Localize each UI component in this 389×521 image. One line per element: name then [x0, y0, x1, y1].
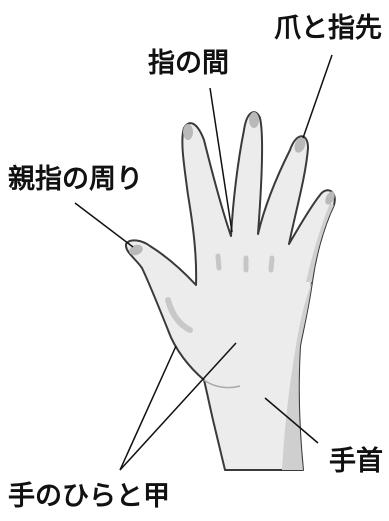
- pinky-nail: [325, 191, 335, 205]
- knuckle-mark: [268, 255, 275, 273]
- leader-line-nail-fingertip: [302, 54, 333, 139]
- leader-line-around-thumb: [74, 202, 134, 248]
- ring-nail: [294, 137, 306, 153]
- knuckle-mark: [215, 253, 222, 271]
- pinky-side-shadow: [282, 282, 312, 470]
- pinky-finger-shadow: [306, 203, 334, 282]
- index-nail: [183, 124, 193, 140]
- leader-lines: [74, 54, 333, 471]
- thumb-shadow: [165, 297, 193, 333]
- label-wrist: 手首: [329, 445, 383, 477]
- palm-crease: [203, 379, 241, 389]
- label-nail-and-fingertip: 爪と指先: [274, 13, 382, 44]
- label-around-thumb: 親指の周り: [8, 164, 143, 195]
- hand-outline: [124, 111, 336, 471]
- label-palm-and-back: 手のひらと甲: [8, 481, 170, 512]
- leader-line-palm-2: [119, 342, 237, 471]
- leader-line-palm-1: [119, 345, 177, 471]
- label-between-fingers: 指の間: [148, 48, 229, 79]
- middle-nail: [249, 112, 259, 128]
- leader-line-between-fingers: [209, 87, 233, 233]
- hand-illustration: [124, 111, 336, 471]
- leader-line-wrist: [264, 397, 319, 444]
